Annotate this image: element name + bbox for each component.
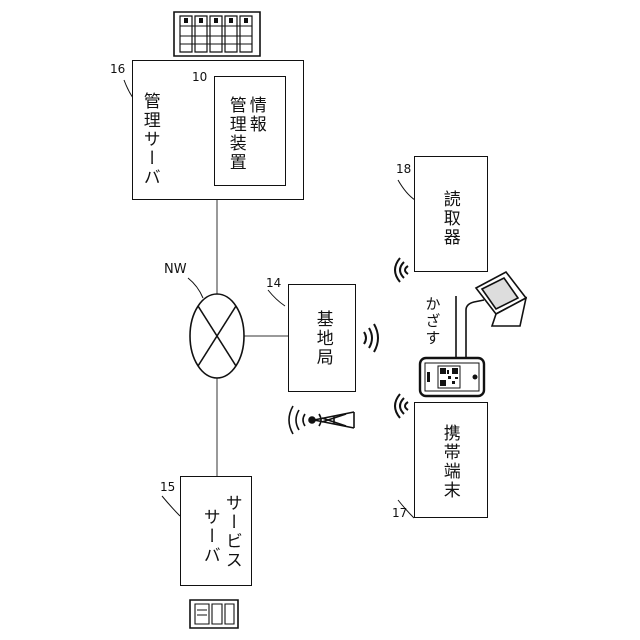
- server-rack-icon: [174, 12, 260, 56]
- leader-14: [268, 290, 285, 306]
- ref-info-processor: 10: [192, 70, 207, 84]
- smartphone-qr-icon: [420, 358, 484, 396]
- info-processor-label-line1: 情報: [246, 96, 265, 134]
- service-server-label-line2: サーバ: [200, 508, 219, 565]
- ref-service-server: 15: [160, 480, 175, 494]
- reader-device-icon: [456, 272, 526, 366]
- ref-management-server: 16: [110, 62, 125, 76]
- hold-over-label: かざす: [424, 296, 441, 347]
- network-label: NW: [164, 262, 187, 277]
- reader-label: 読取器: [440, 190, 459, 247]
- ref-mobile-terminal: 17: [392, 506, 407, 520]
- terminal-wireless-icon: [395, 394, 408, 418]
- mobile-terminal-label: 携帯端末: [440, 424, 459, 500]
- leader-15: [162, 496, 180, 516]
- info-processor-label-line2: 管理装置: [226, 96, 245, 172]
- network-symbol: [190, 294, 244, 378]
- ref-reader: 18: [396, 162, 411, 176]
- leader-18: [398, 180, 415, 200]
- ref-base-station: 14: [266, 276, 281, 290]
- service-server-label-line1: サービス: [222, 494, 241, 570]
- management-server-label: 管理サーバ: [140, 92, 159, 187]
- server-tower-icon: [190, 600, 238, 628]
- nw-leader-line: [188, 278, 203, 298]
- antenna-tower-icon: [289, 406, 354, 434]
- reader-wireless-icon: [395, 258, 408, 282]
- radio-waves-icon: [364, 324, 378, 352]
- base-station-label: 基地局: [313, 310, 332, 367]
